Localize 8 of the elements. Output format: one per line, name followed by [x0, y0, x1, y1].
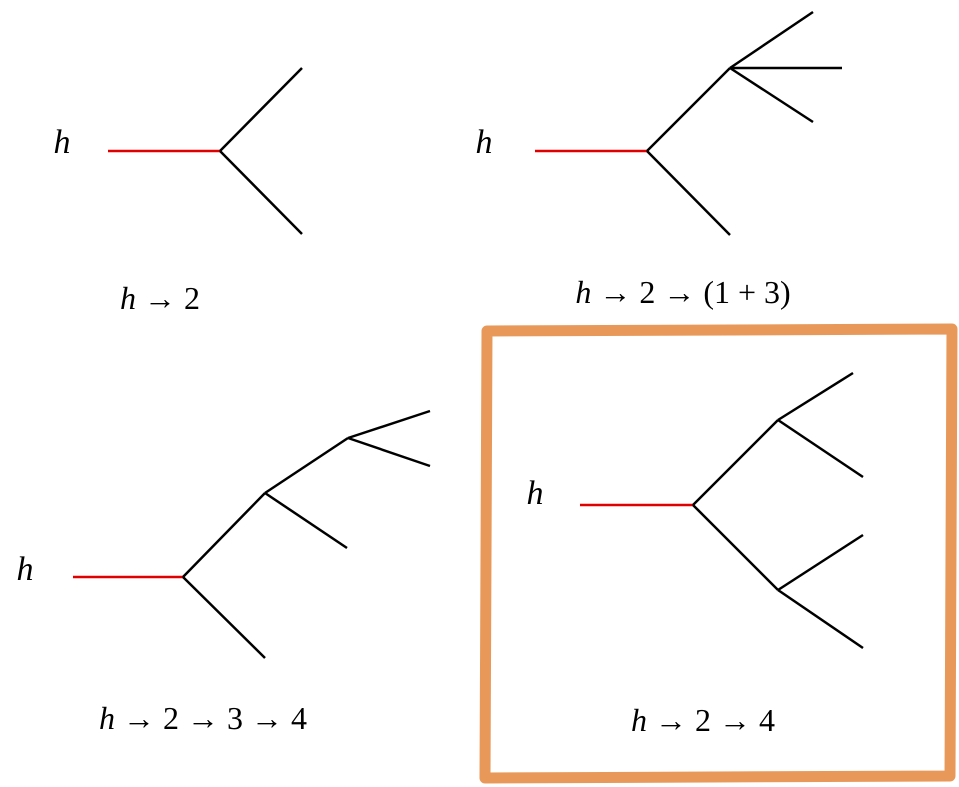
particle-label: h: [476, 125, 492, 161]
decay-chain-caption: h → 2 → (1 + 3): [575, 274, 791, 310]
decay-chain-caption: h → 2: [120, 280, 200, 316]
particle-label: h: [54, 125, 70, 161]
particle-label: h: [526, 476, 544, 512]
particle-label: h: [16, 552, 34, 588]
decay-chain-caption: h → 2 → 3 → 4: [99, 700, 307, 736]
decay-chain-caption: h → 2 → 4: [631, 702, 775, 738]
